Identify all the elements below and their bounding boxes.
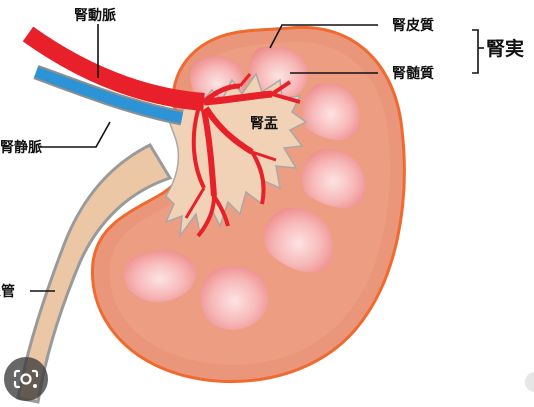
label-cortex: 腎皮質 — [392, 17, 434, 34]
pyramid — [200, 265, 269, 330]
more-options-icon[interactable] — [525, 372, 534, 392]
leader-lines — [30, 24, 484, 292]
pyramid — [301, 149, 366, 209]
label-ureter: 尿管 — [0, 283, 15, 300]
label-renal-artery: 腎動脈 — [74, 7, 116, 24]
label-renal-vein: 腎静脈 — [0, 139, 42, 156]
pyramid — [123, 250, 197, 303]
pyramid — [249, 46, 309, 101]
pyramid — [302, 83, 360, 141]
label-pelvis: 腎盂 — [250, 116, 278, 132]
google-lens-icon[interactable] — [4, 357, 48, 401]
pyramid — [264, 207, 333, 273]
label-parenchyma: 腎実 — [486, 37, 524, 60]
renal-artery — [22, 26, 301, 238]
label-medulla: 腎髄質 — [392, 65, 434, 82]
renal-pyramids — [123, 46, 366, 330]
